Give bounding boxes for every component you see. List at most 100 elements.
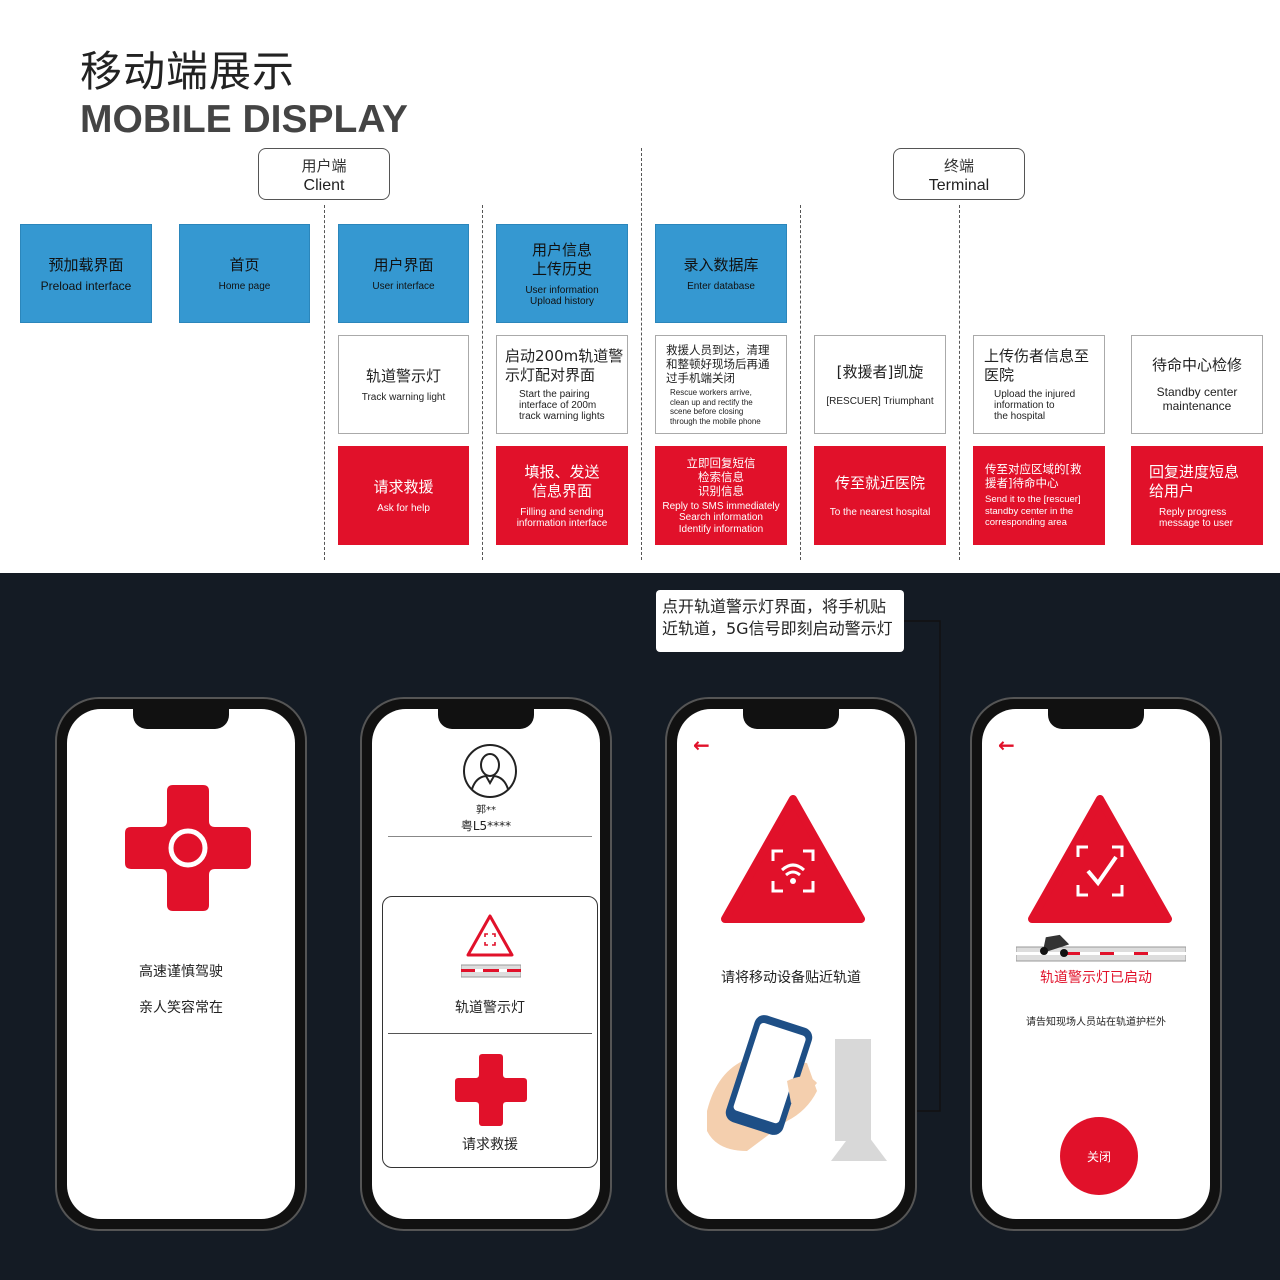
- hand-phone-icon: [707, 1015, 887, 1161]
- flow-box-en: Home page: [218, 280, 271, 292]
- flow-box-en: User interface: [372, 280, 435, 292]
- group-client-en: Client: [303, 177, 345, 194]
- flow-box-cn: 预加载界面: [48, 255, 124, 274]
- flow-box-upload-history: 用户信息 上传历史 User information Upload histor…: [496, 224, 628, 323]
- phone-preload: 高速谨慎驾驶 亲人笑容常在: [55, 697, 307, 1231]
- flow-box-filling: 填报、发送 信息界面 Filling and sending informati…: [496, 446, 628, 545]
- flow-box-cn: 回复进度短息 给用户: [1149, 462, 1240, 500]
- page-title-cn: 移动端展示: [80, 47, 296, 96]
- separator-line: [482, 205, 483, 560]
- separator-line: [641, 148, 642, 560]
- flow-box-track-light: 轨道警示灯 Track warning light: [338, 335, 469, 434]
- warning-triangle-icon: [466, 914, 514, 957]
- divider: [388, 1033, 592, 1034]
- flow-box-en: User information Upload history: [525, 284, 599, 307]
- flow-box-nearest-hospital: 传至就近医院 To the nearest hospital: [814, 446, 946, 545]
- options-card: 轨道警示灯 请求救援: [382, 896, 598, 1168]
- flow-box-cn: 传至就近医院: [834, 473, 925, 492]
- flow-box-en: Track warning light: [361, 391, 446, 403]
- flow-box-send-rescuer: 传至对应区域的[救 援者]待命中心 Send it to the [rescue…: [973, 446, 1105, 545]
- flow-box-cn: [救援者]凯旋: [836, 362, 924, 381]
- flow-box-cn: 上传伤者信息至 医院: [984, 347, 1090, 384]
- group-terminal: 终端 Terminal: [893, 148, 1025, 200]
- pairing-instruction: 请将移动设备贴近轨道: [721, 970, 861, 986]
- flow-box-en: Reply progress message to user: [1159, 506, 1233, 529]
- track-barrier-car-icon: [1016, 934, 1186, 962]
- safety-notice: 请告知现场人员站在轨道护栏外: [1026, 1017, 1166, 1028]
- instruction-callout: 点开轨道警示灯界面，将手机贴近轨道，5G信号即刻启动警示灯: [656, 590, 904, 652]
- slogan-line-1: 高速谨慎驾驶: [139, 964, 223, 980]
- flow-box-en: [RESCUER] Triumphant: [826, 395, 934, 407]
- separator-line: [959, 205, 960, 560]
- flow-box-cn: 用户信息 上传历史: [531, 240, 592, 278]
- license-plate: 粤L5****: [460, 819, 512, 833]
- phone-screen: ← 轨道警示灯已启动 请告知现场人员站在轨道护栏外 关闭: [982, 709, 1210, 1219]
- flow-box-pairing: 启动200m轨道警 示灯配对界面 Start the pairing inter…: [496, 335, 628, 434]
- flow-box-rescuer-triumphant: [救援者]凯旋 [RESCUER] Triumphant: [814, 335, 946, 434]
- group-terminal-cn: 终端: [943, 157, 974, 175]
- phone-notch: [438, 709, 534, 729]
- flow-box-en: Reply to SMS immediately Search informat…: [662, 500, 780, 535]
- phone-activated: ← 轨道警示灯已启动 请告知现场人员站在轨道护栏外 关闭: [970, 697, 1222, 1231]
- user-name: 郭**: [476, 805, 496, 816]
- flow-box-ask-help: 请求救援 Ask for help: [338, 446, 469, 545]
- track-light-option[interactable]: 轨道警示灯: [383, 897, 597, 1033]
- flow-box-reply-progress: 回复进度短息 给用户 Reply progress message to use…: [1131, 446, 1263, 545]
- flow-box-en: Send it to the [rescuer] standby center …: [985, 494, 1081, 529]
- phone-notch: [1048, 709, 1144, 729]
- flow-box-home: 首页 Home page: [179, 224, 310, 323]
- close-button[interactable]: 关闭: [1060, 1117, 1138, 1195]
- flow-box-en: Enter database: [687, 280, 755, 292]
- user-avatar-icon[interactable]: [462, 743, 518, 799]
- flow-box-en: To the nearest hospital: [829, 506, 931, 518]
- group-client: 用户端 Client: [258, 148, 390, 200]
- medical-cross-icon: [455, 1054, 527, 1126]
- flow-box-upload-injured: 上传伤者信息至 医院 Upload the injured informatio…: [973, 335, 1105, 434]
- flow-box-cn: 立即回复短信 检索信息 识别信息: [686, 455, 756, 498]
- separator-line: [324, 205, 325, 560]
- flow-box-en: Standby center maintenance: [1156, 385, 1238, 413]
- flow-box-cn: 传至对应区域的[救 援者]待命中心: [985, 462, 1082, 491]
- flow-box-en: Upload the injured information to the ho…: [994, 389, 1076, 422]
- flow-box-rescue-arrive: 救援人员到达，清理 和整顿好现场后再通 过手机端关闭 Rescue worker…: [655, 335, 787, 434]
- slogan-line-2: 亲人笑容常在: [139, 1000, 223, 1016]
- phone-home: 郭** 粤L5**** 轨道警示灯: [360, 697, 612, 1231]
- flow-box-cn: 用户界面: [373, 255, 434, 274]
- back-arrow-icon[interactable]: ←: [998, 733, 1015, 757]
- flow-box-cn: 首页: [229, 255, 260, 274]
- flow-box-en: Filling and sending information interfac…: [516, 506, 608, 529]
- back-arrow-icon[interactable]: ←: [693, 733, 710, 757]
- flow-box-en: Preload interface: [40, 278, 132, 293]
- check-warning-icon: [1028, 795, 1172, 923]
- flow-box-cn: 启动200m轨道警 示灯配对界面: [505, 347, 624, 384]
- flow-box-en: Ask for help: [377, 502, 430, 514]
- phone-notch: [133, 709, 229, 729]
- phone-pairing: ← 请将移动设备贴近轨道: [665, 697, 917, 1231]
- medical-cross-logo-icon: [125, 785, 251, 911]
- divider: [388, 836, 592, 837]
- flow-box-cn: 轨道警示灯: [365, 366, 441, 385]
- flow-box-cn: 救援人员到达，清理 和整顿好现场后再通 过手机端关闭: [666, 343, 770, 385]
- flow-box-standby: 待命中心检修 Standby center maintenance: [1131, 335, 1263, 434]
- flow-box-cn: 待命中心检修: [1151, 356, 1242, 374]
- ask-help-option-label: 请求救援: [462, 1137, 518, 1153]
- flow-box-cn: 请求救援: [373, 477, 434, 496]
- page-title-en: MOBILE DISPLAY: [80, 98, 408, 141]
- group-client-cn: 用户端: [301, 157, 347, 175]
- flow-box-reply-sms: 立即回复短信 检索信息 识别信息 Reply to SMS immediatel…: [655, 446, 787, 545]
- flow-box-cn: 填报、发送 信息界面: [524, 462, 600, 500]
- flow-box-database: 录入数据库 Enter database: [655, 224, 787, 323]
- group-terminal-en: Terminal: [928, 177, 990, 194]
- separator-line: [800, 205, 801, 560]
- phone-screen: ← 请将移动设备贴近轨道: [677, 709, 905, 1219]
- track-light-option-label: 轨道警示灯: [455, 1000, 525, 1016]
- ask-help-option[interactable]: 请求救援: [383, 1034, 597, 1168]
- phone-notch: [743, 709, 839, 729]
- track-barrier-icon: [461, 964, 521, 978]
- flow-box-user-interface: 用户界面 User interface: [338, 224, 469, 323]
- phone-screen: 郭** 粤L5**** 轨道警示灯: [372, 709, 600, 1219]
- activation-status: 轨道警示灯已启动: [1040, 970, 1152, 986]
- flow-box-en: Rescue workers arrive, clean up and rect…: [670, 388, 761, 426]
- flow-box-preload: 预加载界面 Preload interface: [20, 224, 152, 323]
- flow-box-cn: 录入数据库: [683, 255, 759, 274]
